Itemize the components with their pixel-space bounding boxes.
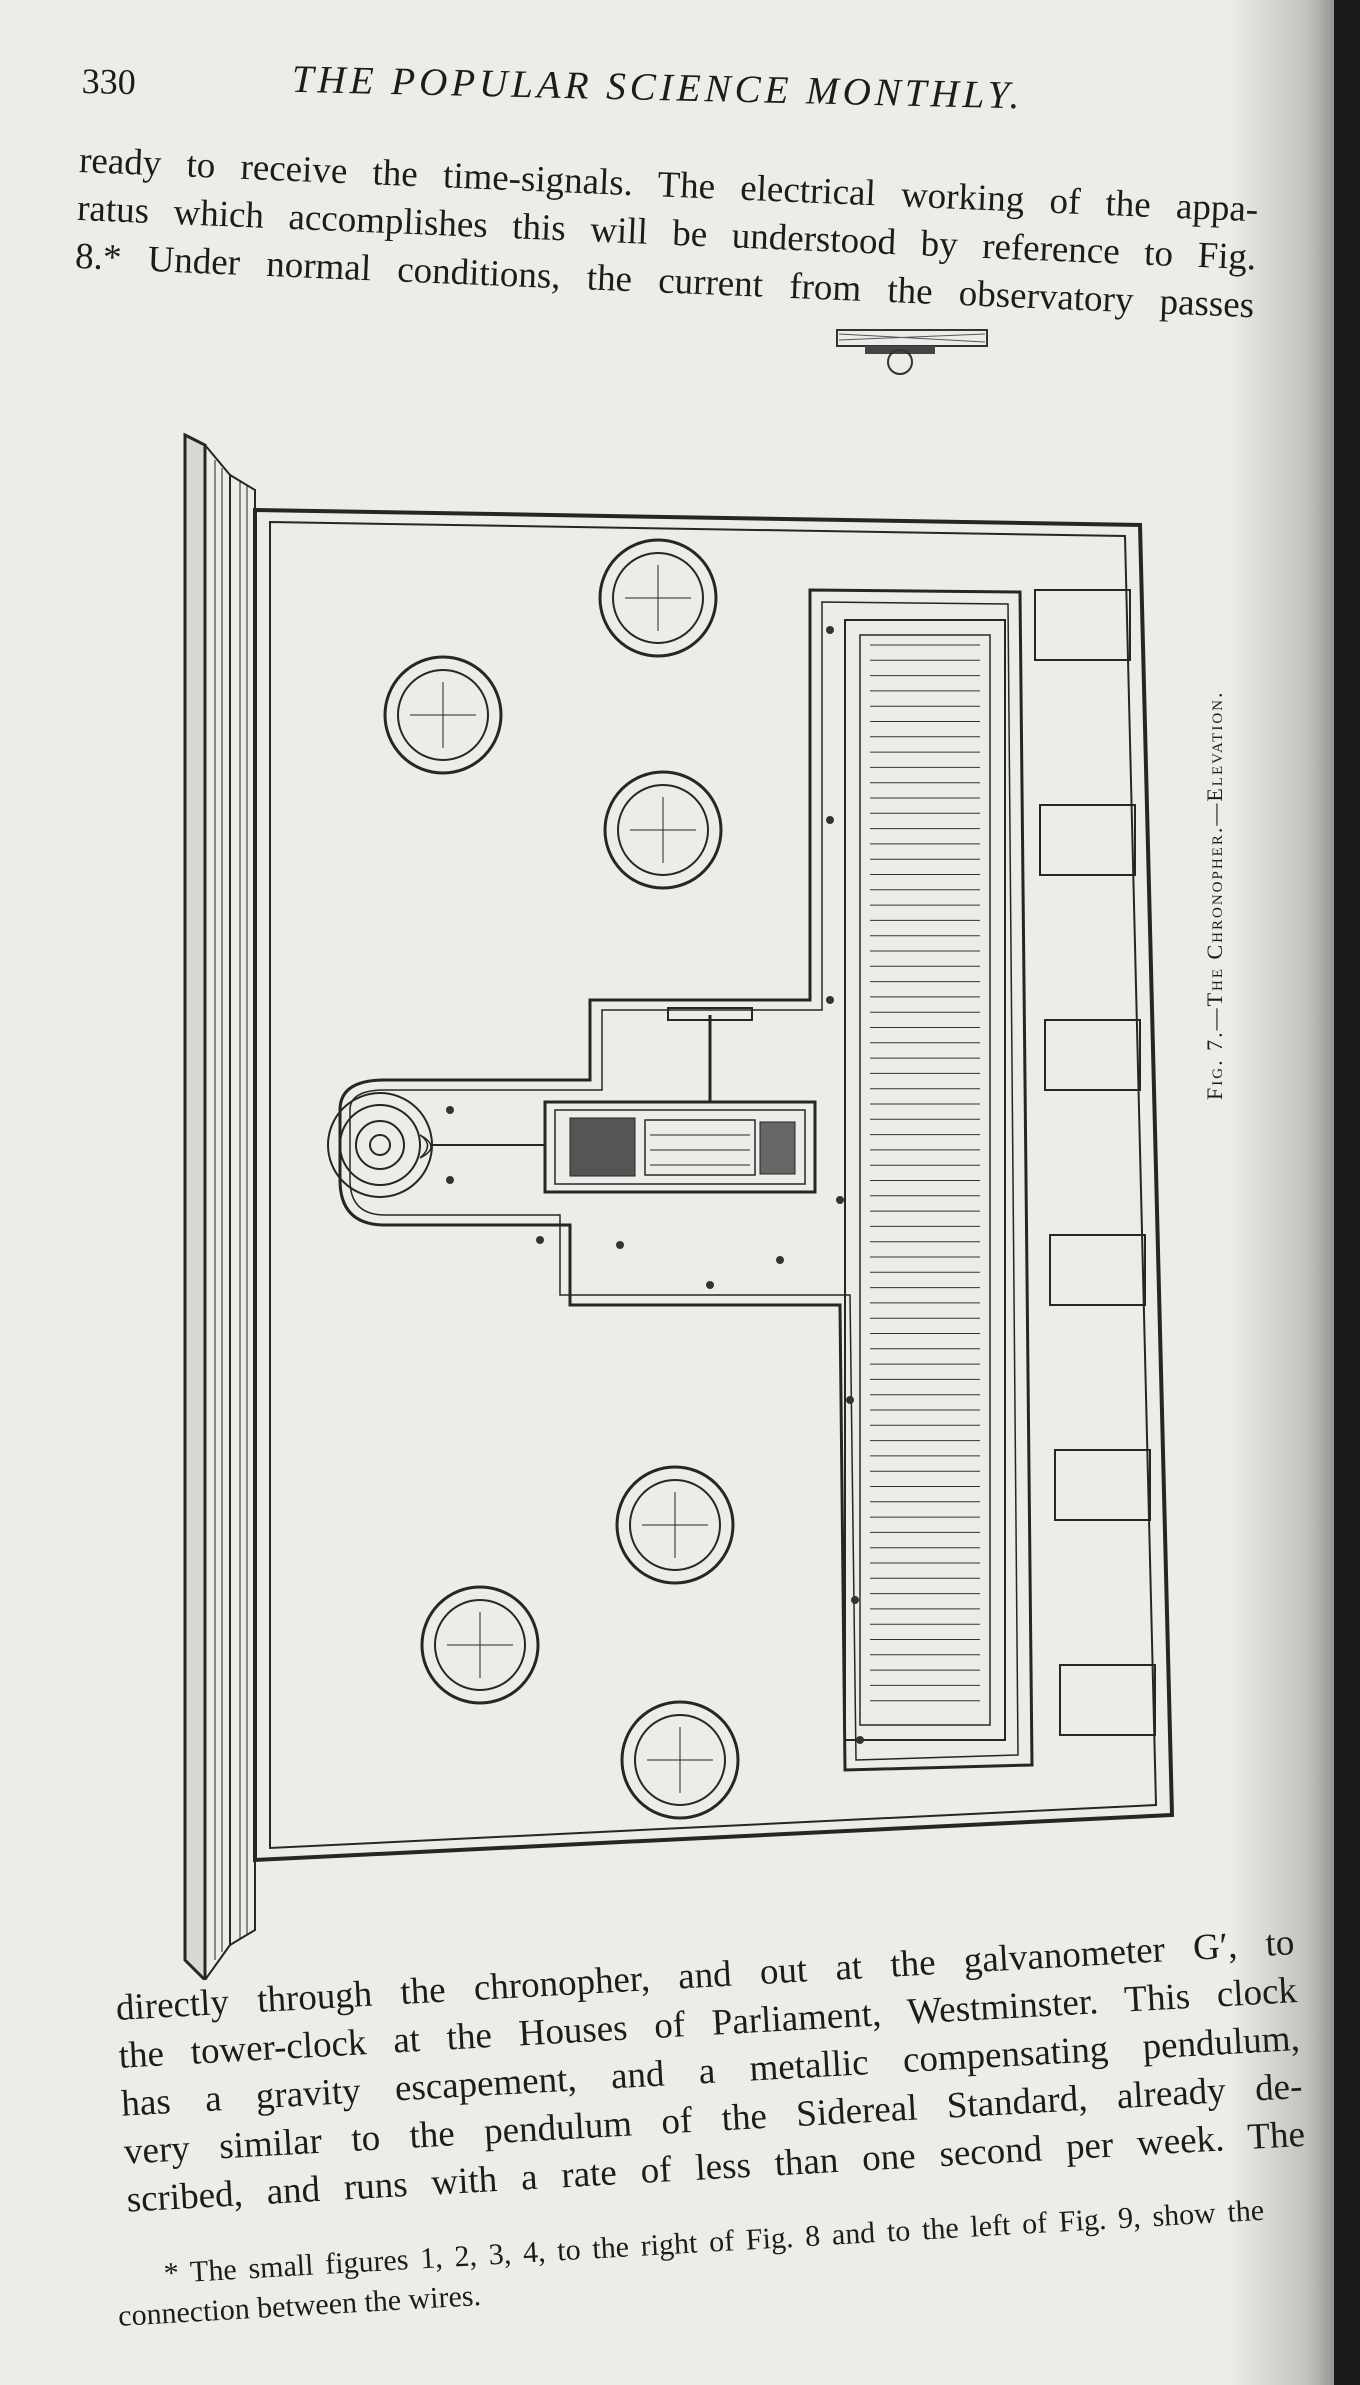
board-screw — [826, 816, 834, 824]
dial-provincial-south — [620, 1700, 740, 1820]
board-screw — [536, 1236, 544, 1244]
frame-left-moulding — [183, 432, 207, 1980]
board-screw — [616, 1241, 624, 1249]
dial-provincial-north-2 — [615, 1465, 735, 1585]
terminal-clamps — [1034, 589, 1156, 1736]
figure-caption: Fig. 7.—The Chronopher.—Elevation. — [1202, 690, 1227, 1100]
board-screw — [706, 1281, 714, 1289]
relay-column — [844, 619, 1006, 1741]
board-screw — [776, 1256, 784, 1264]
board-screw — [826, 626, 834, 634]
board-outline — [253, 507, 1175, 1863]
board-screw — [826, 996, 834, 1004]
pendulum-bob — [327, 1092, 433, 1198]
board-screw — [851, 1596, 859, 1604]
dial-provincial-north-1 — [603, 770, 723, 890]
board-screw — [446, 1106, 454, 1114]
relay-panel-outline — [338, 588, 1034, 1772]
board-screw — [836, 1196, 844, 1204]
page-header: 330 THE POPULAR SCIENCE MONTHLY. — [81, 48, 1132, 122]
dial-metropolitan — [598, 538, 718, 658]
chronopher-elevation-drawing — [183, 432, 1175, 1980]
relay-fingers — [870, 644, 980, 1702]
dial-line-from-greenwich — [420, 1585, 540, 1705]
clockwork-mechanism — [543, 1100, 817, 1194]
chronopher-figure — [150, 300, 1230, 1980]
board-screw — [856, 1736, 864, 1744]
board-screw — [446, 1176, 454, 1184]
board-screws — [446, 626, 864, 1744]
dial-south-westminster — [383, 655, 503, 775]
top-corner-illustration — [836, 329, 988, 375]
board-screw — [846, 1396, 854, 1404]
book-spine — [1334, 0, 1360, 2385]
running-title: THE POPULAR SCIENCE MONTHLY. — [291, 57, 1024, 118]
page-number: 330 — [81, 61, 137, 103]
